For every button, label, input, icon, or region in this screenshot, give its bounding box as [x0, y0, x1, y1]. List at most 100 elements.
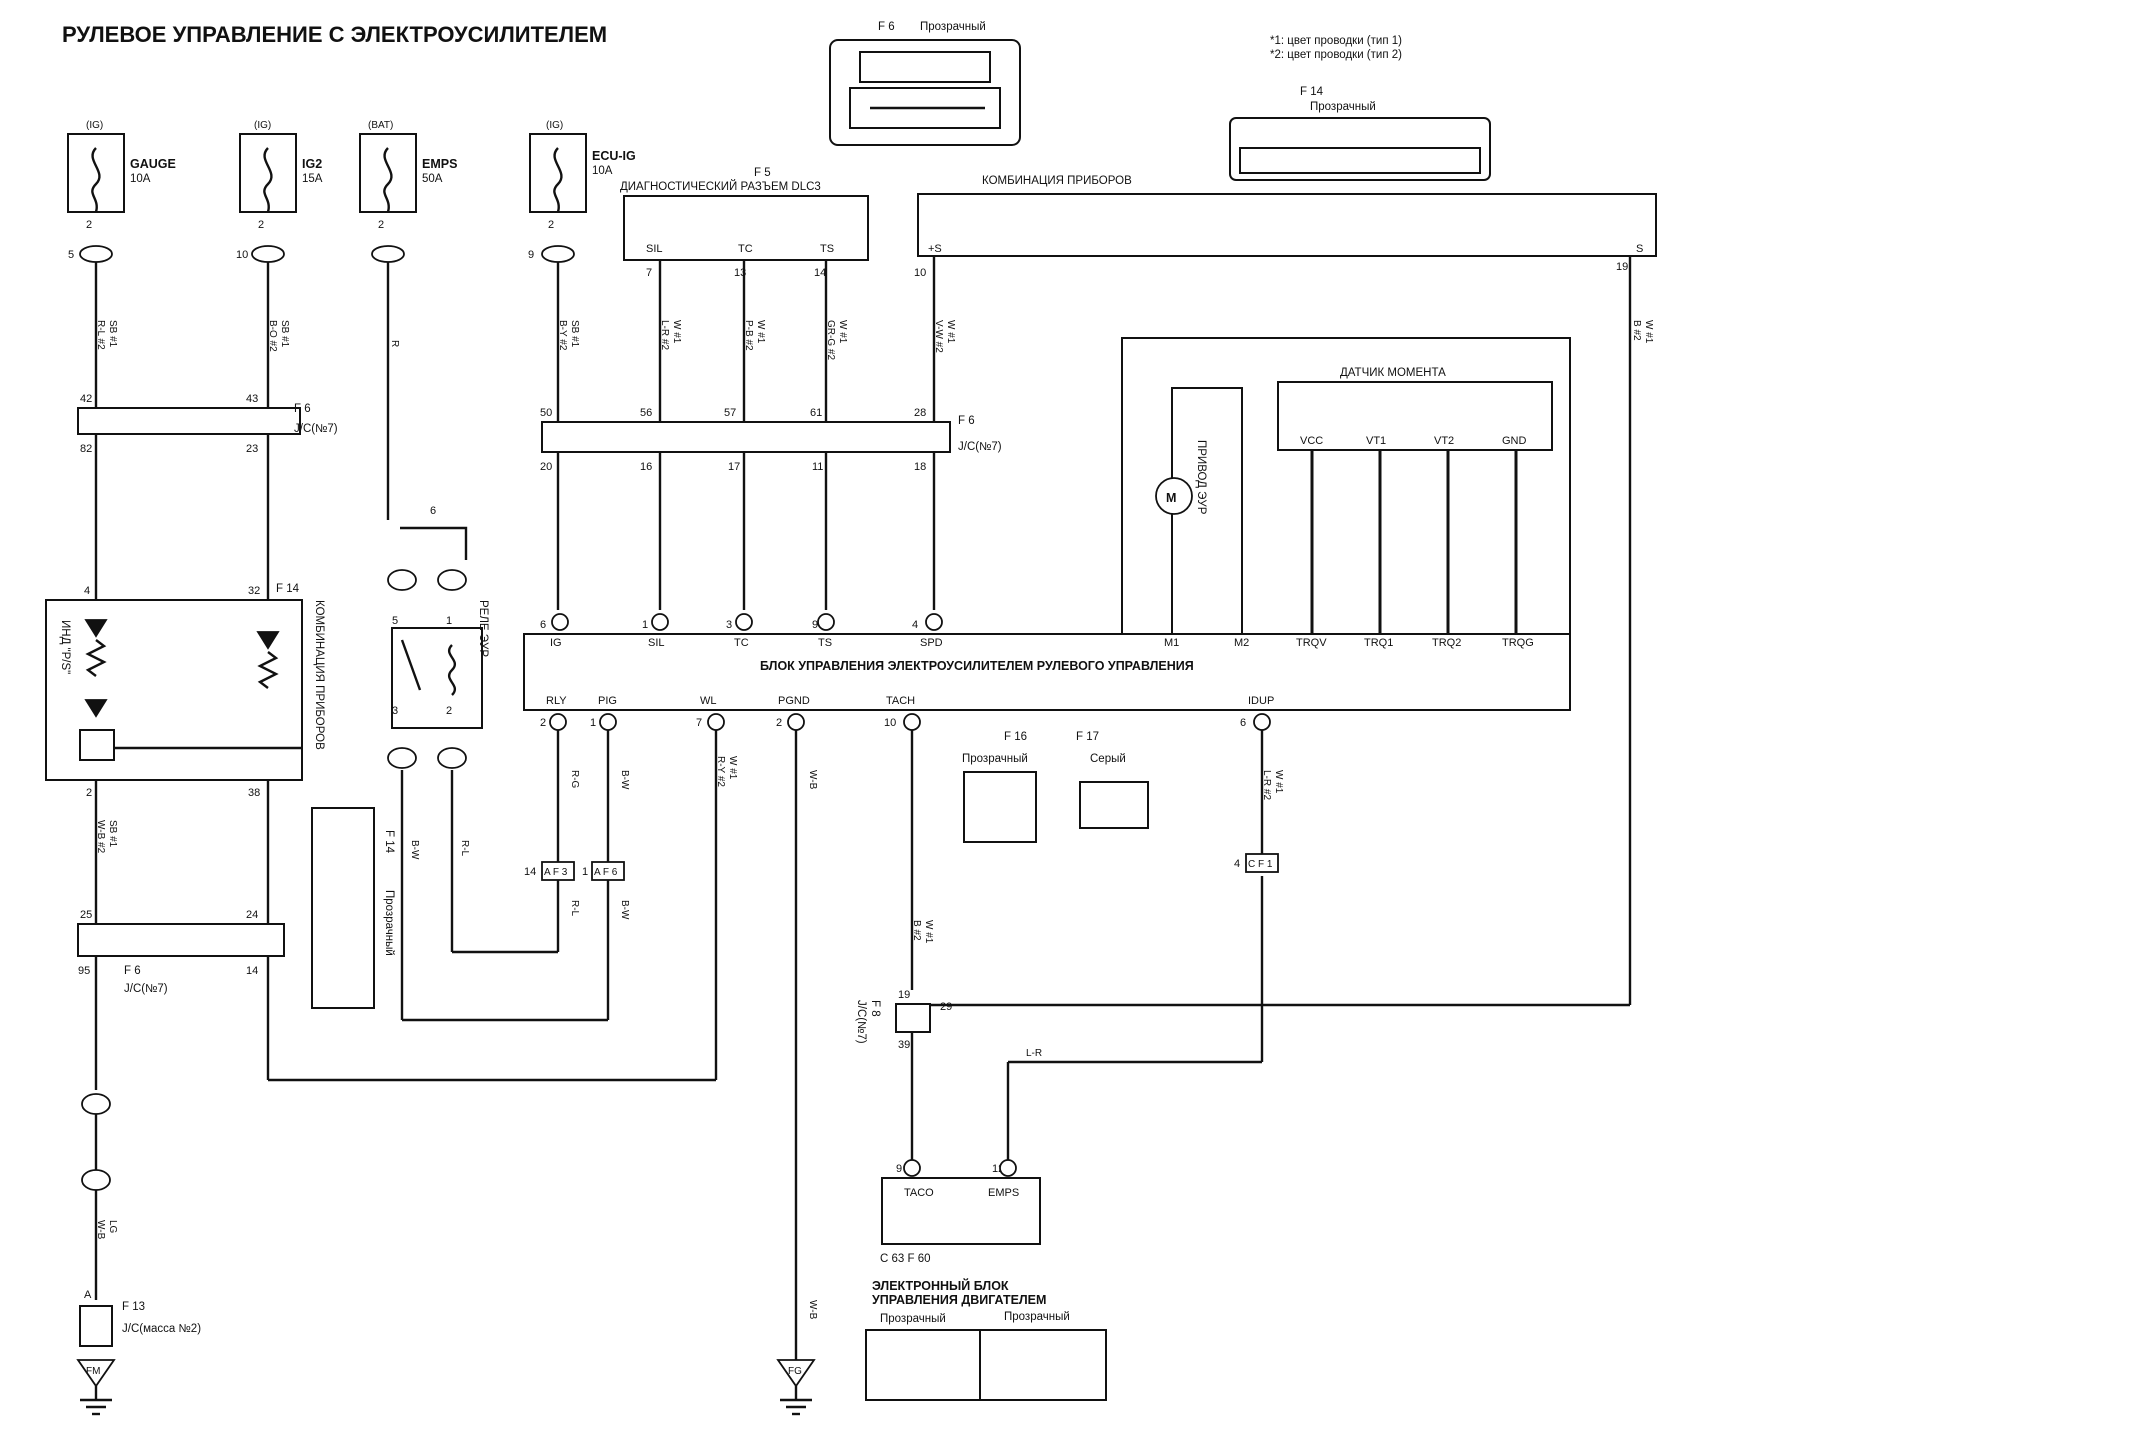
jc-top-right: 50 56 57 61 28 20 16 17 11 18 F 6 J/C(№7… [540, 407, 1002, 473]
left-ground-chain: A F 13 J/C(масса №2) FM [76, 1093, 201, 1416]
gauge-wire1: SB #1 [107, 320, 118, 348]
motor-name: ПРИВОД ЭУР [1195, 440, 1207, 515]
jc-left-pin23: 23 [246, 443, 258, 455]
ecu-pin-m1: M1 [1164, 637, 1179, 649]
ecu-title: БЛОК УПРАВЛЕНИЯ ЭЛЕКТРОУСИЛИТЕЛЕМ РУЛЕВО… [760, 659, 1194, 673]
junction-af3: A F 3 [544, 867, 568, 878]
fuse-gauge: (IG) GAUGE 10A 2 5 [67, 120, 176, 261]
fuse-emps: (BAT) EMPS 50A 2 [359, 120, 457, 231]
tach-wire2: B #2 [911, 920, 922, 941]
engine-ecu-title1: ЭЛЕКТРОННЫЙ БЛОК [872, 1278, 1009, 1293]
eps-ecu: БЛОК УПРАВЛЕНИЯ ЭЛЕКТРОУСИЛИТЕЛЕМ РУЛЕВО… [523, 613, 1571, 731]
ecu-bottom-pins: RLY PIG WL PGND TACH IDUP 2 1 7 2 10 6 [540, 695, 1274, 731]
fuse-ig2: (IG) IG2 15A 2 10 [236, 120, 323, 261]
ecu-pin-trq2: TRQ2 [1432, 637, 1461, 649]
combo-left-pin38: 38 [248, 787, 260, 799]
af3-wire: R-L [569, 900, 580, 917]
ecu-pin-trq1: TRQ1 [1364, 637, 1393, 649]
ecu-num-tach: 10 [884, 717, 896, 729]
relay-pin3: 3 [392, 705, 398, 717]
fuse-emps-pin: 2 [378, 219, 384, 231]
rly-wire: R-G [569, 770, 580, 789]
fuse-gauge-name: GAUGE [130, 157, 176, 171]
dlc3-pin-ts: TS [820, 243, 834, 255]
connector-f14-sub: Прозрачный [1310, 101, 1376, 113]
relay-name: РЕЛЕ ЭУР [477, 600, 489, 657]
jc-right-pin17: 17 [728, 461, 740, 473]
fuse-ecuig-pin: 2 [548, 219, 554, 231]
idup-wire2: L-R #2 [1261, 770, 1272, 800]
s-wire2: B #2 [1631, 320, 1642, 341]
left-wb2-wire: W-B [95, 1220, 106, 1240]
jc-left-pin43: 43 [246, 393, 258, 405]
ig2-wire1: SB #1 [279, 320, 290, 348]
ecu-num-tc: 3 [726, 619, 732, 631]
jc-right-pin20: 20 [540, 461, 552, 473]
relay3-wire: B-W [409, 840, 420, 860]
relay-pin1: 1 [446, 615, 452, 627]
dlc3-ref: F 5 [754, 167, 771, 179]
wl-wire2: R-Y #2 [715, 756, 726, 787]
junction-cf1-num: 4 [1234, 858, 1240, 870]
lr-wire: L-R [1026, 1048, 1042, 1059]
dlc3-connector: F 5 ДИАГНОСТИЧЕСКИЙ РАЗЪЕМ DLC3 SIL TC T… [620, 167, 869, 279]
ig2-wire2: B-O #2 [267, 320, 278, 352]
jc-mid-pin95: 95 [78, 965, 90, 977]
ecu-pin-spd: SPD [920, 637, 943, 649]
jc-top-left: 42 43 82 23 F 6 J/C(№7) [77, 393, 338, 455]
ecu-pin-tach: TACH [886, 695, 915, 707]
ecu-pin-trqv: TRQV [1296, 637, 1327, 649]
fuse-ig2-amp: 15A [302, 173, 323, 185]
left-lg-wire: LG [107, 1220, 118, 1234]
sil-wire2: L-R #2 [659, 320, 670, 350]
side-f14-sub: Прозрачный [383, 890, 395, 956]
ecu-num-spd: 4 [912, 619, 918, 631]
ecu-lower-wires: R-G B-W W #1 R-Y #2 W-B W #1 B #2 W #1 L… [94, 730, 1284, 1350]
connector-f14-label: F 14 [1300, 86, 1324, 98]
relay-pin5: 5 [392, 615, 398, 627]
jc-mid-pin24: 24 [246, 909, 258, 921]
jc-right-pin50: 50 [540, 407, 552, 419]
fuse-ecuig-src: (IG) [546, 120, 563, 131]
combo-meter-left: 4 32 2 38 F 14 КОМБИНАЦИЯ ПРИБОРОВ ИНД "… [45, 583, 325, 799]
fuse-ig2-name: IG2 [302, 157, 322, 171]
diagram-title: РУЛЕВОЕ УПРАВЛЕНИЕ С ЭЛЕКТРОУСИЛИТЕЛЕМ [62, 22, 607, 47]
combo-top-s-num: 19 [1616, 261, 1628, 273]
jc-left-ref: F 6 [294, 403, 311, 415]
eps-motor-block: M ПРИВОД ЭУР ДАТЧИК МОМЕНТА VCC VT1 VT2 … [1121, 337, 1571, 635]
fuse-ecuig-amp: 10A [592, 165, 613, 177]
combo-top-s: S [1636, 243, 1643, 255]
ground-fm: FM [86, 1366, 100, 1377]
ground-ref: F 13 [122, 1301, 145, 1313]
jc-lower-pin29: 29 [940, 1001, 952, 1013]
jc-right-pin28: 28 [914, 407, 926, 419]
ecu-pin-trqg: TRQG [1502, 637, 1534, 649]
jc-lower: 19 29 39 F 8 J/C(№7) [855, 989, 952, 1051]
engine-ecu: TACO EMPS 9 12 C 63 F 60 ЭЛЕКТРОННЫЙ БЛО… [865, 1159, 1107, 1401]
relay-pin6: 6 [430, 505, 436, 517]
pig-wire: B-W [619, 770, 630, 790]
combo-left-ind: ИНД "P/S" [59, 620, 71, 674]
note-1: *1: цвет проводки (тип 1) [1270, 35, 1402, 47]
jc-left-middle: 25 24 95 14 F 6 J/C(№7) [77, 909, 285, 995]
jc-mid-ref: F 6 [124, 965, 141, 977]
pgnd-wire: W-B [807, 770, 818, 790]
spd-wire2: V-W #2 [933, 320, 944, 353]
combo-left-title: КОМБИНАЦИЯ ПРИБОРОВ [313, 600, 325, 750]
jc-right-ref: F 6 [958, 415, 975, 427]
jc-left-pin42: 42 [80, 393, 92, 405]
engine-ecu-sub2: Прозрачный [1004, 1311, 1070, 1323]
tc-wire2: P-B #2 [743, 320, 754, 351]
torque-title: ДАТЧИК МОМЕНТА [1340, 367, 1446, 379]
ecu-top-pins: IG SIL TC TS SPD 6 1 3 9 4 M1 M2 TRQV TR… [540, 613, 1534, 649]
ecu-pin-idup: IDUP [1248, 695, 1274, 707]
ecu-num-wl: 7 [696, 717, 702, 729]
fuse-emps-src: (BAT) [368, 120, 393, 131]
ecu-num-pig: 1 [590, 717, 596, 729]
ecu-pin-rly: RLY [546, 695, 567, 707]
fuse-gauge-src: (IG) [86, 120, 103, 131]
ecu-pin-ts: TS [818, 637, 832, 649]
eps-connector-b: F 17 [1076, 731, 1099, 743]
fuse-emps-name: EMPS [422, 157, 457, 171]
tach-wire1: W #1 [923, 920, 934, 944]
